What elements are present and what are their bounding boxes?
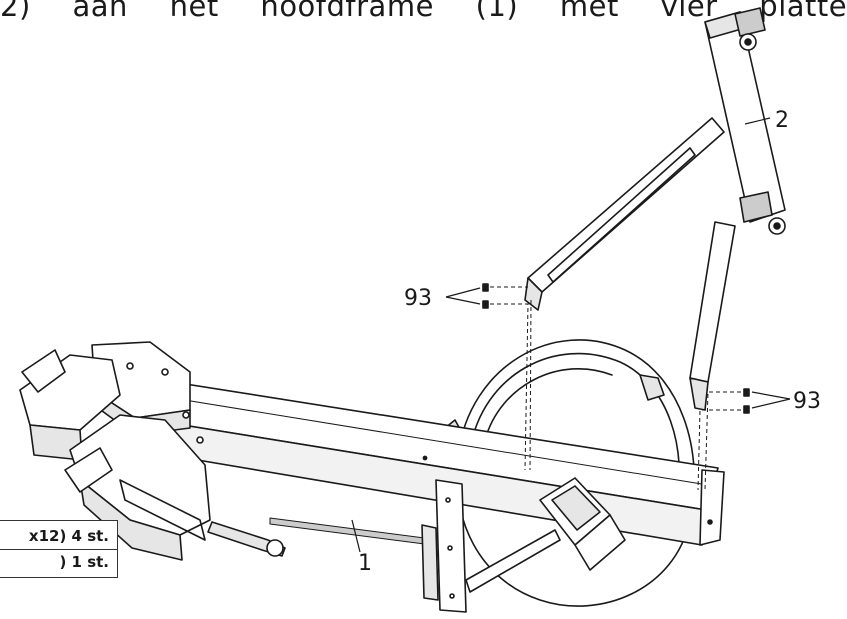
parts-list-row-stabilizer: ) 1 st. xyxy=(59,553,109,571)
instruction-text: 2) aan het hoofdframe (1) met vier platt… xyxy=(0,0,847,23)
leader-lines xyxy=(351,117,791,553)
alignment-guides xyxy=(490,286,748,491)
parts-list-divider xyxy=(0,549,117,550)
monitor xyxy=(539,477,626,571)
handle-bar xyxy=(207,521,286,557)
screws-right xyxy=(743,388,750,414)
parts-list-box: x12) 4 st. ) 1 st. xyxy=(0,520,118,578)
screws-left xyxy=(482,283,489,309)
rear-stabilizer xyxy=(524,7,786,411)
callout-part-93-left: 93 xyxy=(404,286,432,311)
callout-part-1: 1 xyxy=(358,551,372,576)
footrest-assembly xyxy=(19,349,211,561)
parts-list-row-screws: x12) 4 st. xyxy=(28,527,109,545)
callout-part-93-right: 93 xyxy=(793,389,821,414)
callout-part-2: 2 xyxy=(775,108,789,133)
rear-support-leg xyxy=(421,479,561,613)
